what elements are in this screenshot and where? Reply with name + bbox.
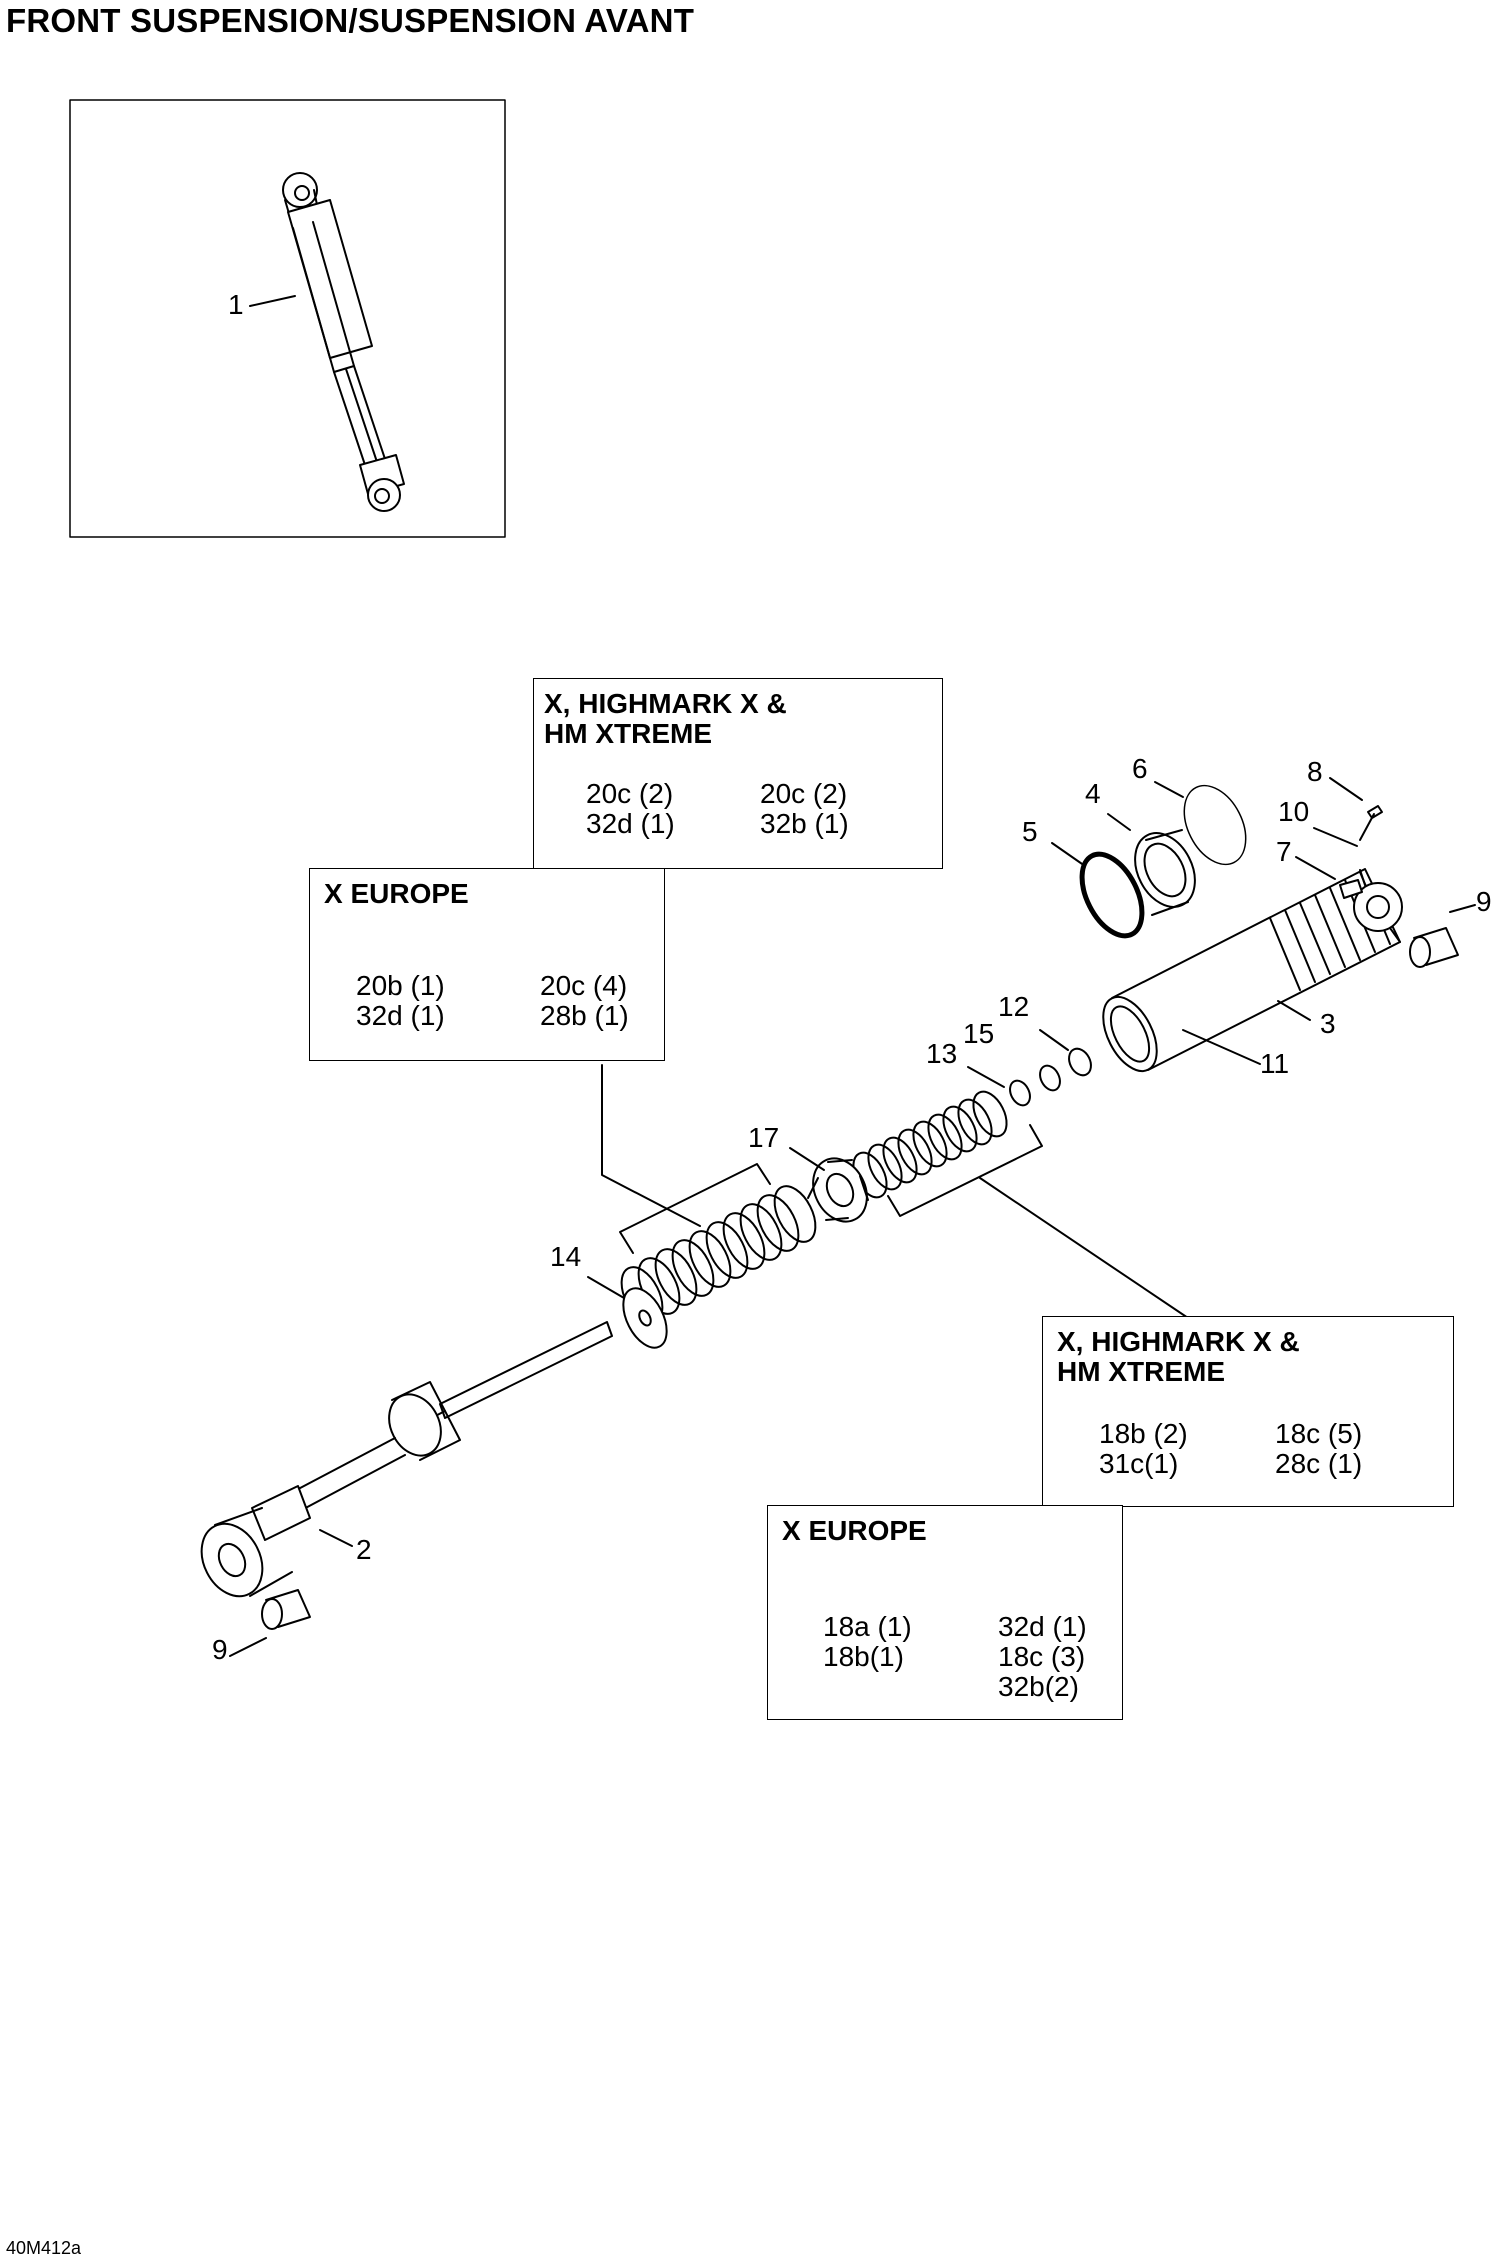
leader-2 bbox=[319, 1529, 353, 1547]
box-col-right: 20c (2) 32b (1) bbox=[760, 778, 849, 839]
leader-11 bbox=[1182, 1029, 1261, 1065]
shaft-assembly-2 bbox=[200, 1321, 613, 1598]
box-col-right: 32d (1) 18c (3) 32b(2) bbox=[998, 1611, 1087, 1702]
upper-spring bbox=[852, 1090, 1008, 1199]
box-col-left: 18a (1) 18b(1) bbox=[823, 1611, 912, 1672]
leader-4 bbox=[1107, 813, 1131, 831]
box-upper-x-highmark: X, HIGHMARK X & HM XTREME 20c (2) 32d (1… bbox=[533, 678, 943, 869]
leader-17 bbox=[789, 1147, 825, 1171]
callout-4: 4 bbox=[1085, 778, 1101, 809]
leader-1 bbox=[249, 295, 296, 307]
leader-7 bbox=[1295, 856, 1336, 880]
box-col-right: 18c (5) 28c (1) bbox=[1275, 1418, 1363, 1479]
callout-10: 10 bbox=[1278, 796, 1310, 827]
lower-spring bbox=[620, 1185, 817, 1324]
box-col-left: 20b (1) 32d (1) bbox=[356, 970, 445, 1031]
callout-5: 5 bbox=[1022, 816, 1038, 847]
screw-8 bbox=[1359, 805, 1383, 841]
leader-8 bbox=[1329, 777, 1363, 801]
bushing-9-top bbox=[1409, 927, 1459, 968]
callout-13: 13 bbox=[926, 1038, 958, 1069]
callout-9-bottom: 9 bbox=[212, 1634, 228, 1665]
box-lower-x-europe: X EUROPE 18a (1) 18b(1) 32d (1) 18c (3) … bbox=[767, 1505, 1123, 1720]
washer-13 bbox=[1009, 1079, 1031, 1107]
callout-1: 1 bbox=[228, 289, 244, 320]
bushing-9-bottom bbox=[261, 1589, 311, 1630]
o-ring-5 bbox=[1079, 851, 1145, 939]
leader-6 bbox=[1154, 781, 1184, 798]
leader-12 bbox=[1039, 1029, 1069, 1051]
nut-12 bbox=[1068, 1047, 1092, 1077]
leader-9-bottom bbox=[229, 1637, 267, 1657]
box-title: X, HIGHMARK X & HM XTREME bbox=[544, 688, 787, 749]
callout-9-top: 9 bbox=[1476, 886, 1492, 917]
leader-5 bbox=[1051, 842, 1086, 867]
callout-14: 14 bbox=[550, 1241, 582, 1272]
assembled-shock-absorber bbox=[282, 172, 405, 512]
box-lower-x-highmark: X, HIGHMARK X & HM XTREME 18b (2) 31c(1)… bbox=[1042, 1316, 1454, 1507]
washer-15 bbox=[1039, 1064, 1061, 1092]
connector-lower-x bbox=[979, 1177, 1195, 1323]
callout-7: 7 bbox=[1276, 836, 1292, 867]
spring-seat-17 bbox=[807, 1157, 869, 1223]
leader-14 bbox=[587, 1276, 625, 1299]
washer-14 bbox=[622, 1287, 668, 1349]
box-title: X EUROPE bbox=[782, 1515, 927, 1546]
page-title: FRONT SUSPENSION/SUSPENSION AVANT bbox=[6, 2, 695, 39]
cap-6 bbox=[1183, 784, 1247, 866]
bracket-upper-spring bbox=[887, 1124, 1043, 1217]
callout-2: 2 bbox=[356, 1534, 372, 1565]
box-upper-x-europe: X EUROPE 20b (1) 32d (1) 20c (4) 28b (1) bbox=[309, 868, 665, 1061]
bracket-lower-spring bbox=[619, 1163, 771, 1254]
inset-frame bbox=[69, 99, 506, 538]
box-col-left: 18b (2) 31c(1) bbox=[1099, 1418, 1188, 1479]
callout-11: 11 bbox=[1260, 1048, 1290, 1079]
box-col-right: 20c (4) 28b (1) bbox=[540, 970, 629, 1031]
box-col-left: 20c (2) 32d (1) bbox=[586, 778, 675, 839]
leader-9-top bbox=[1449, 904, 1476, 913]
callout-6: 6 bbox=[1132, 753, 1148, 784]
callout-17: 17 bbox=[748, 1122, 780, 1153]
shock-body-3 bbox=[1102, 868, 1403, 1073]
box-title: X EUROPE bbox=[324, 878, 469, 909]
callout-3: 3 bbox=[1320, 1008, 1336, 1039]
figure-code: 40M412a bbox=[6, 2238, 82, 2258]
leader-10 bbox=[1313, 827, 1358, 847]
box-title: X, HIGHMARK X & HM XTREME bbox=[1057, 1326, 1300, 1387]
callout-15: 15 bbox=[963, 1018, 995, 1049]
ring-4 bbox=[1134, 829, 1196, 916]
connector-upper-europe bbox=[601, 1064, 701, 1227]
callout-8: 8 bbox=[1307, 756, 1323, 787]
leader-13 bbox=[967, 1066, 1005, 1088]
leader-3 bbox=[1277, 1000, 1311, 1021]
callout-12: 12 bbox=[998, 991, 1030, 1022]
